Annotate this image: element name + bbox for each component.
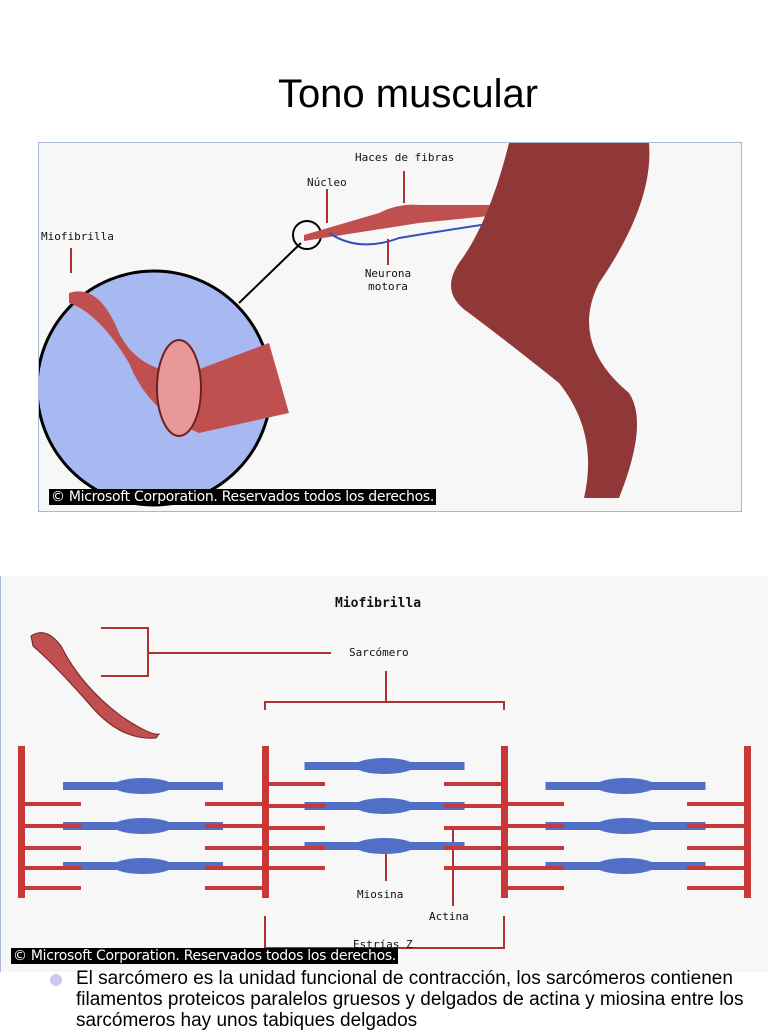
slide-title: Tono muscular bbox=[277, 72, 539, 116]
myosin-head bbox=[354, 798, 415, 814]
myosin-head bbox=[113, 858, 173, 874]
myosin-head bbox=[354, 838, 415, 854]
myosin-head bbox=[595, 778, 656, 794]
z-line bbox=[18, 746, 25, 898]
label-miosina: Miosina bbox=[357, 888, 404, 901]
label-miofibrilla: Miofibrilla bbox=[41, 230, 114, 243]
myosin-head bbox=[113, 818, 173, 834]
bullet-text: El sarcómero es la unidad funcional de c… bbox=[76, 968, 744, 1031]
myosin-head bbox=[113, 778, 173, 794]
myosin-head bbox=[354, 758, 415, 774]
label-sarcomero: Sarcómero bbox=[349, 646, 409, 659]
muscle-illustration bbox=[39, 143, 650, 507]
sarcomere-illustration bbox=[18, 627, 751, 949]
label-actina: Actina bbox=[429, 910, 469, 923]
muscle-structure-figure: Haces de fibras Núcleo Miofibrilla Neuro… bbox=[38, 142, 742, 512]
z-line bbox=[262, 746, 269, 898]
copyright-notice-2: © Microsoft Corporation. Reservados todo… bbox=[11, 948, 399, 964]
label-miofibrilla-title: Miofibrilla bbox=[335, 596, 422, 611]
sarcomere-figure: Miofibrilla Sarcómero Miosina Actina Est… bbox=[0, 576, 768, 972]
z-line bbox=[501, 746, 508, 898]
label-nucleo: Núcleo bbox=[307, 176, 347, 189]
label-haces-de-fibras: Haces de fibras bbox=[355, 151, 455, 164]
myosin-head bbox=[595, 858, 656, 874]
z-line bbox=[744, 746, 751, 898]
myosin-head bbox=[595, 818, 656, 834]
label-estrias-z: Estrías Z bbox=[353, 938, 413, 951]
label-neurona-motora: Neurona motora bbox=[364, 267, 412, 293]
copyright-notice: © Microsoft Corporation. Reservados todo… bbox=[49, 489, 437, 505]
bullet-icon bbox=[50, 974, 62, 986]
